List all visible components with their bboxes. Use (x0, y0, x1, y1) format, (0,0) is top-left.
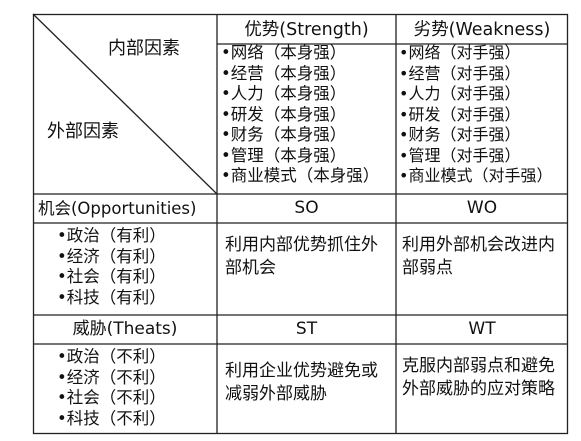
threats-item-list: •政治（不利） •经济（不利） •社会（不利） •科技（不利） (57, 347, 166, 429)
strength-header: 优势(Strength) (244, 20, 369, 40)
list-item: •科技（有利） (57, 287, 166, 307)
list-item: •政治（不利） (57, 347, 166, 366)
list-item: •管理（本身强） (221, 145, 347, 165)
list-item: •网络（对手强） (399, 43, 521, 62)
list-item: •社会（有利） (57, 267, 166, 286)
strength-item-list: •网络（本身强） •经营（本身强） •人力（本身强） •研发（本身强） •财务（… (221, 43, 379, 187)
list-item: •政治（有利） (57, 226, 166, 245)
list-item: •经济（有利） (57, 246, 166, 266)
internal-factors-label: 内部因素 (108, 38, 180, 59)
external-factors-label: 外部因素 (47, 121, 119, 142)
opportunities-header: 机会(Opportunities) (38, 199, 197, 218)
weakness-header: 劣势(Weakness) (413, 20, 551, 40)
table-border (32, 13, 569, 435)
st-strategy-text: 利用企业优势避免或减弱外部威胁 (225, 361, 378, 404)
list-item: •财务（本身强） (221, 125, 347, 144)
list-item: •研发（对手强） (399, 104, 521, 124)
list-item: •经营（本身强） (221, 63, 347, 83)
wo-label: WO (466, 198, 498, 218)
list-item: •社会（不利） (57, 388, 166, 407)
list-item: •人力（对手强） (399, 84, 521, 103)
threats-header: 威胁(Theats) (72, 319, 178, 339)
wo-strategy-text: 利用外部机会改进内部弱点 (402, 235, 555, 278)
list-item: •商业模式（本身强） (221, 166, 380, 185)
opportunities-item-list: •政治（有利） •经济（有利） •社会（有利） •科技（有利） (57, 226, 166, 308)
wt-strategy-text: 克服内部弱点和避免外部威胁的应对策略 (402, 356, 555, 399)
wt-label: WT (468, 319, 496, 339)
list-item: •财务（对手强） (399, 125, 521, 144)
list-item: •网络（本身强） (221, 43, 347, 62)
list-item: •研发（本身强） (221, 104, 347, 124)
list-item: •科技（不利） (57, 408, 166, 428)
so-strategy-text: 利用内部优势抓住外部机会 (225, 235, 378, 278)
corner-diagonal (32, 13, 218, 195)
list-item: •经济（不利） (57, 367, 166, 387)
list-item: •经营（对手强） (399, 63, 521, 83)
so-label: SO (294, 198, 319, 218)
weakness-item-list: •网络（对手强） •经营（对手强） •人力（对手强） •研发（对手强） •财务（… (399, 43, 552, 187)
list-item: •管理（对手强） (399, 145, 521, 165)
st-label: ST (295, 319, 318, 339)
list-item: •商业模式（对手强） (399, 166, 553, 185)
list-item: •人力（本身强） (221, 84, 347, 103)
